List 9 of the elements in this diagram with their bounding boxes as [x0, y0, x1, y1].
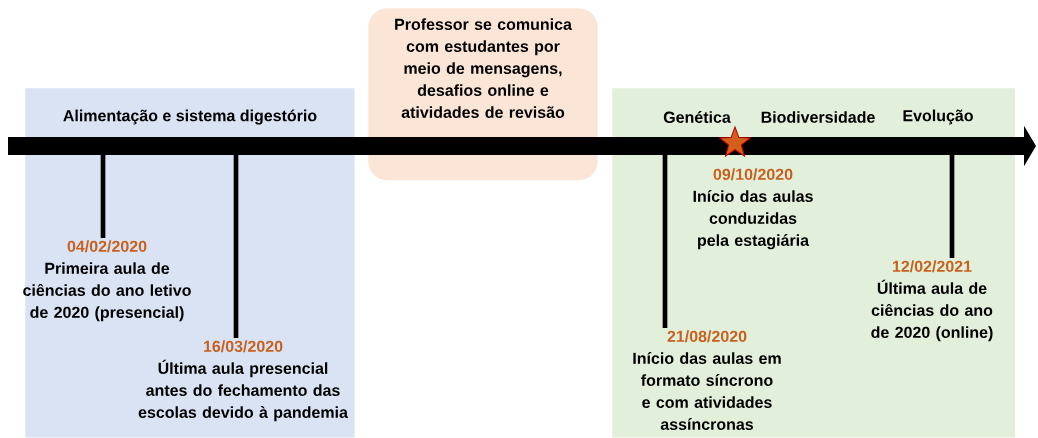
tick-line — [100, 152, 106, 238]
event-label: 12/02/2021 Última aula de ciências do ano de 2020 (online) — [871, 260, 993, 342]
event-label: 21/08/2020 Início das aulas em formato síncrono e com atividades assíncronas — [633, 330, 781, 430]
event-label: 09/10/2020 Início das aulas conduzidas pela estagiária — [693, 168, 813, 250]
event-label: 16/03/2020 Última aula presencial antes do fechamento das escolas devido à pandemia — [138, 340, 348, 422]
tick-line — [233, 152, 239, 338]
tick-line — [662, 152, 668, 328]
tick-line — [949, 152, 955, 258]
event-label: 04/02/2020 Primeira aula de ciências do ano letivo de 2020 (presencial) — [23, 240, 191, 322]
